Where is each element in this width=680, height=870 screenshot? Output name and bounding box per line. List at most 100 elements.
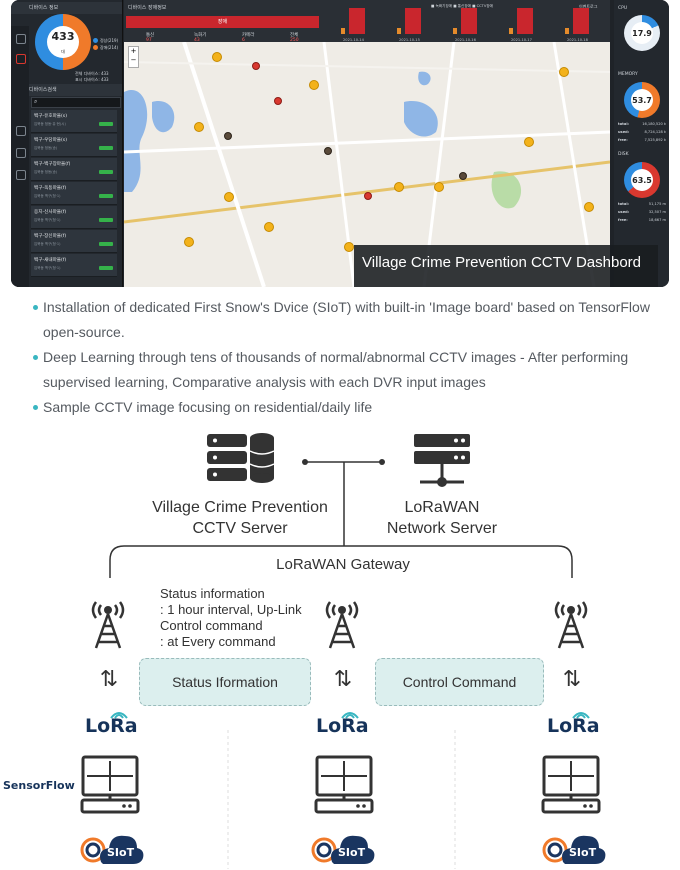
device-list-item[interactable]: 응지-신사마을(f)입북동 백구(청·1) [31,206,117,229]
resource-row: used:8,724,128 k [618,130,666,134]
status-info-desc: : 1 hour interval, Up-Link [160,602,302,617]
device-status-indicator [99,242,113,246]
control-command-desc: : at Every command [160,634,276,649]
lora-wave-icon [341,712,359,719]
map-pin[interactable] [224,132,232,140]
search-panel-title: 디바이스검색 [11,84,122,96]
map-pin[interactable] [344,242,354,252]
siot-logo: SIoT [310,826,378,870]
disk-gauge [624,162,660,198]
legend-display: 표시 디바이스: 433 [75,77,109,82]
lora-logo: LoRa [85,715,138,737]
map-pin[interactable] [252,62,260,70]
map-pin[interactable] [524,137,534,147]
device-status-indicator [99,194,113,198]
resource-row: free:7,525,892 k [618,138,666,142]
status-information-box: Status Iformation [139,658,311,706]
device-status-indicator [99,266,113,270]
device-list-item-address: 입북동 정동(송) [34,146,58,150]
map-pin[interactable] [224,192,234,202]
resource-row-label: used: [618,130,630,134]
device-list-item[interactable]: 백구-우당마을(s)입북동 정동(송) [31,134,117,157]
device-list-item-address: 입북동 백구(청·1) [34,266,61,270]
siot-cloud-icon [80,835,144,864]
device-list-item[interactable]: 백구-장신마을(f)입북동 백구(청·1) [31,230,117,253]
map-pin[interactable] [434,182,444,192]
disk-value: 63.5 [632,176,652,185]
map-pin[interactable] [584,202,594,212]
chart-date-label: 2021-10-14 [343,38,364,42]
chart-date-label: 2021-10-18 [567,38,588,42]
nav-lock-icon[interactable] [16,126,26,136]
map-pin[interactable] [324,147,332,155]
device-list-item[interactable]: 백구-유호마을(s)입북동 정동·유·현(시) [31,110,117,133]
device-list-item-address: 입북동 백구(청·1) [34,194,61,198]
map-pin[interactable] [212,52,222,62]
map-pin[interactable] [194,122,204,132]
side-nav [11,26,29,287]
fault-stat-value: 43 [194,38,200,43]
device-list-item[interactable]: 백구-옥동마을(f) 입북동 백구(청·1) [31,182,117,205]
device-list-item-address: 입북동 백구(청·1) [34,218,61,222]
chart-date-label: 2021-10-15 [399,38,420,42]
device-list-item-title: 백구-백구장마을(f) [34,162,71,167]
cpu-value: 17.9 [632,29,652,38]
resource-row: total:16,180,520 k [618,122,666,126]
device-donut [35,14,91,70]
legend-total: 전체 디바이스: 433 [75,71,109,76]
bullet-2: Deep Learning through tens of thousands … [43,349,629,390]
fault-bar-secondary [509,28,513,34]
fault-bar [517,8,533,34]
device-search-input[interactable]: ⌕ [31,97,121,108]
siot-text: SIoT [338,846,366,859]
resource-row-value: 16,180,520 k [642,122,666,126]
zoom-control[interactable]: +− [128,46,139,68]
legend-normal: 정상(219) [100,38,119,43]
tab-fault[interactable]: 장애 [126,16,319,28]
lora-wave-icon [110,712,128,719]
fault-stat-value: 6 [242,38,245,43]
map-pin[interactable] [274,97,282,105]
legend-abnormal-dot [93,45,98,50]
bullet-3: Sample CCTV image focusing on residentia… [43,399,373,415]
map-pin[interactable] [309,80,319,90]
map-pin[interactable] [364,192,372,200]
fault-stat-label: 통신 [146,33,155,38]
nav-settings-icon[interactable] [16,170,26,180]
memory-label: MEMORY [618,72,638,77]
device-status-indicator [99,146,113,150]
cpu-label: CPU [618,6,628,11]
search-icon: ⌕ [34,98,38,105]
device-list-item-title: 백구-새내마을(f) [34,258,67,263]
resource-row: free:18,667 m [618,218,666,222]
nav-home-icon[interactable] [16,34,26,44]
siot-logo: SIoT [541,826,609,870]
device-list-item-title: 백구-장신마을(f) [34,234,67,239]
legend-abnormal: 장애(214) [100,45,119,50]
nav-alert-icon[interactable] [16,54,26,64]
resource-row-value: 32,507 m [648,210,666,214]
fault-stat-label: 전체 [290,33,299,38]
antenna-tower-icon [554,601,588,649]
bidirectional-arrow-icon: ⇅ [333,666,353,691]
map-pin[interactable] [394,182,404,192]
fault-stat-label: 녹화기 [194,33,207,38]
bidirectional-arrow-icon: ⇅ [562,666,582,691]
device-list-item[interactable]: 백구-백구장마을(f)입북동 정동(송) [31,158,117,181]
map-pin[interactable] [264,222,274,232]
fault-bar [461,8,477,34]
device-list-item[interactable]: 백구-새내마을(f) 입북동 백구(청·1) [31,254,117,277]
map-pin[interactable] [459,172,467,180]
bullet-dot [33,405,38,410]
resource-row-value: 18,667 m [648,218,666,222]
device-list-item-title: 백구-옥동마을(f) [34,186,67,191]
fault-bar [573,8,589,34]
nav-list-icon[interactable] [16,148,26,158]
resource-row-label: total: [618,202,629,206]
map-pin[interactable] [559,67,569,77]
siot-cloud-icon [311,835,375,864]
map-pin[interactable] [184,237,194,247]
fault-header-title: 디바이스 장애정보 [128,5,167,11]
